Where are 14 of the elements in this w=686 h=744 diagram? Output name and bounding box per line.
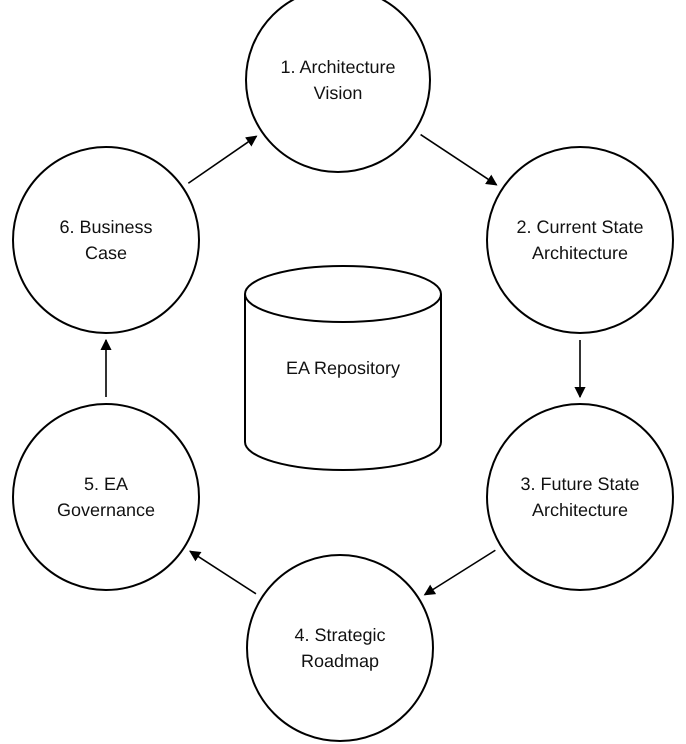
arrow (189, 550, 256, 594)
node-label: 3. Future State Architecture (519, 472, 641, 522)
node-label: 6. Business Case (58, 216, 154, 265)
arrow (574, 340, 586, 398)
node-label: 2. Current State Architecture (515, 216, 645, 265)
arrow (424, 550, 496, 596)
arrow (188, 136, 258, 184)
node-label: 4. Strategic Roadmap (293, 624, 387, 673)
arrow (420, 134, 498, 186)
node-label: 5. EA Governance (56, 472, 156, 522)
node-label: 1. Architecture Vision (279, 56, 397, 105)
repository-cylinder (243, 264, 443, 472)
arrow (100, 338, 112, 397)
node-label: EA Repository (286, 356, 400, 380)
